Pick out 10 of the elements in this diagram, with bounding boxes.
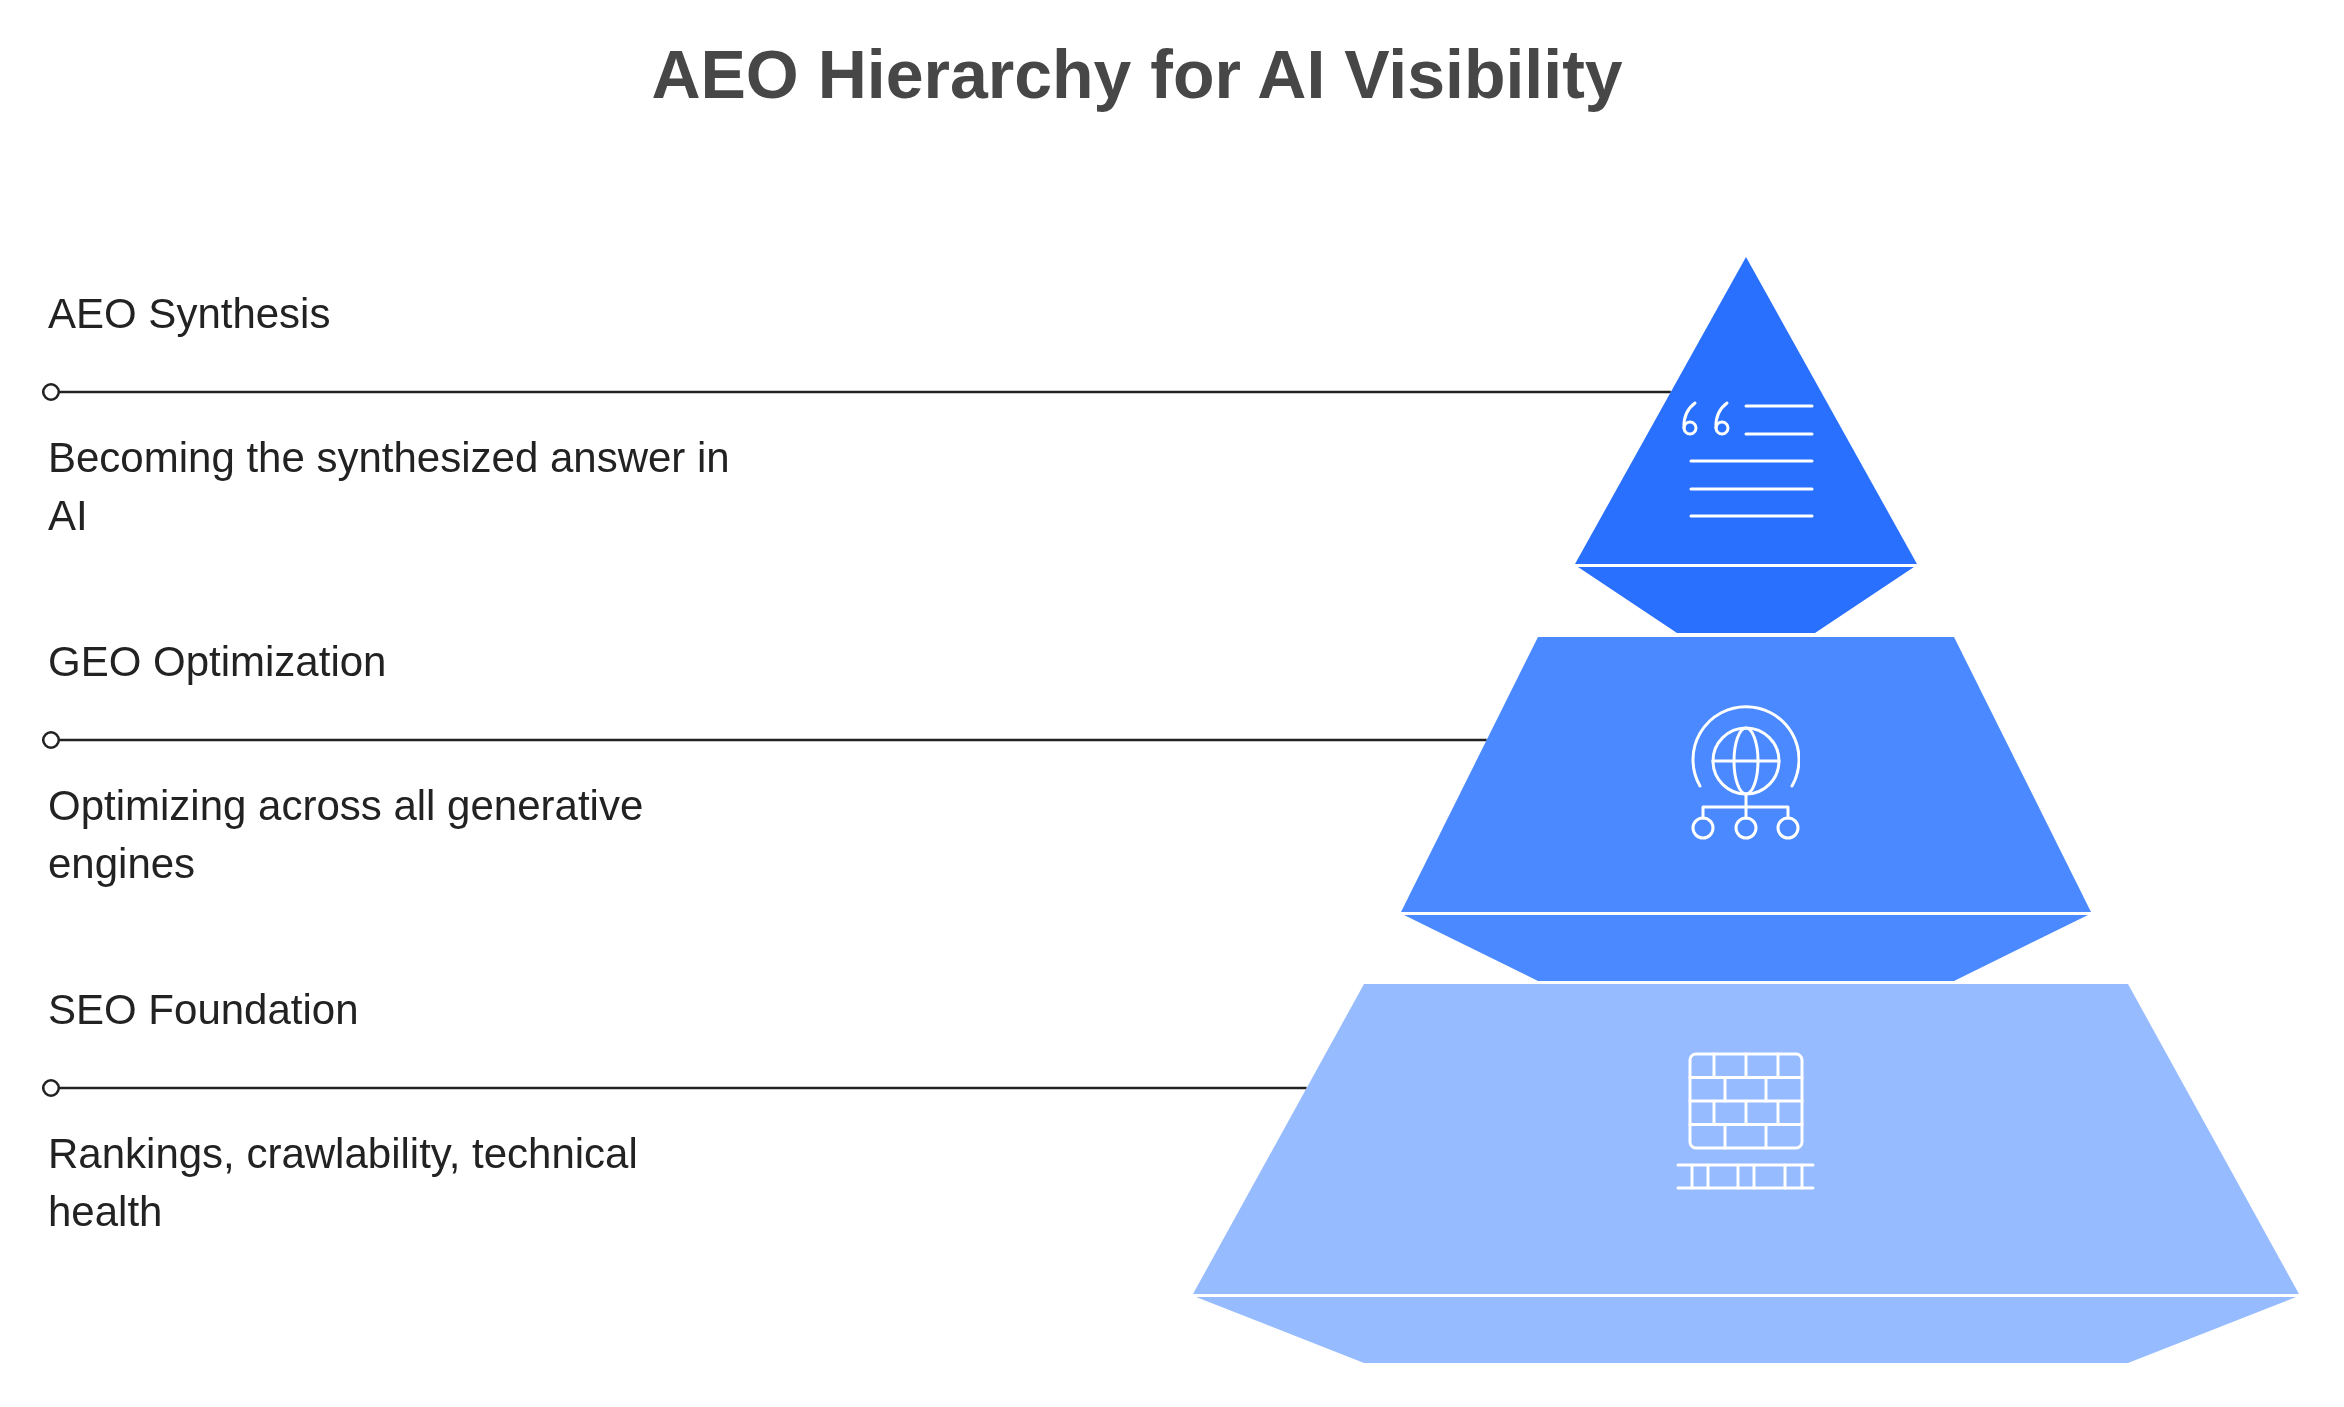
tier-title: AEO Synthesis [48,289,331,339]
tier-description: Rankings, crawlability, technical health [48,1129,639,1237]
tier-description: Becoming the synthesized answer in AI [48,433,731,541]
tier-title: SEO Foundation [48,985,359,1035]
leader-line [42,383,1671,401]
leader-line [42,731,1487,749]
leader-line [42,1079,1307,1097]
tier-title: GEO Optimization [48,637,387,687]
diagram-title: AEO Hierarchy for AI Visibility [651,35,1623,114]
tier-description: Optimizing across all generative engines [48,781,645,889]
